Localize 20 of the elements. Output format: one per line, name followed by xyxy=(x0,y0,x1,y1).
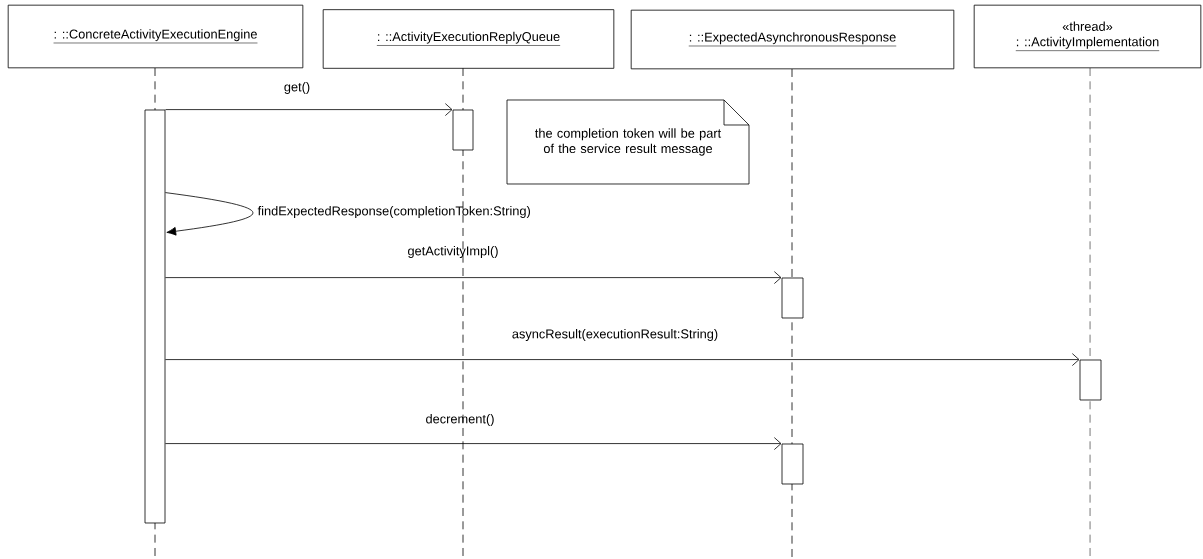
message-label: asyncResult(executionResult:String) xyxy=(512,329,718,341)
activation-bar xyxy=(781,443,804,485)
activation-bar xyxy=(452,109,474,151)
message-label: findExpectedResponse(completionToken:String) xyxy=(257,206,530,218)
message-arrow xyxy=(165,103,453,116)
activation-bar xyxy=(781,277,804,319)
message-arrow xyxy=(165,437,782,450)
lifeline-head-box: : ::ExpectedAsynchronousResponse xyxy=(630,9,955,70)
lifeline-head-box: : ::ConcreteActivityExecutionEngine xyxy=(7,4,304,69)
activation-bar xyxy=(1079,359,1102,401)
self-message-arrow xyxy=(165,192,254,236)
lifeline-head-box: : ::ActivityExecutionReplyQueue xyxy=(322,9,615,69)
message-arrow xyxy=(165,353,1080,366)
note-box: the completion token will be part of the service result message xyxy=(506,99,750,185)
lifeline-head-box: «thread» : ::ActivityImplementation xyxy=(973,4,1202,69)
activation-bar xyxy=(144,109,166,524)
message-arrow xyxy=(165,271,782,284)
message-label: getActivityImpl() xyxy=(408,246,498,258)
message-label: decrement() xyxy=(426,414,494,426)
message-label: get() xyxy=(284,82,310,94)
